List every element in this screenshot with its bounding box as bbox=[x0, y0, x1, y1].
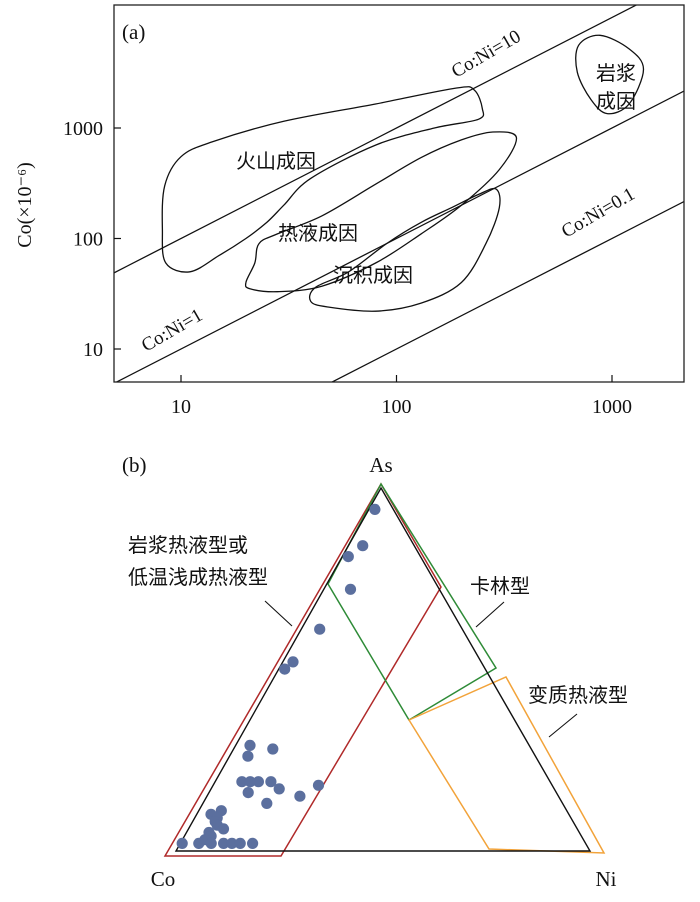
data-point bbox=[342, 551, 354, 563]
data-point bbox=[244, 776, 256, 788]
field-label-magmatic-hydrothermal-2: 低温浅成热液型 bbox=[128, 565, 268, 589]
x-tick-label: 100 bbox=[382, 396, 412, 418]
vertex-label-as: As bbox=[369, 453, 392, 477]
panel-label-b: (b) bbox=[122, 453, 147, 477]
field-label-hydrothermal: 热液成因 bbox=[278, 221, 358, 245]
ratio-label-10: Co:Ni=10 bbox=[448, 26, 524, 82]
field-label-metamorphic-hydrothermal: 变质热液型 bbox=[528, 683, 628, 707]
data-point bbox=[265, 776, 277, 788]
field-volcanic bbox=[161, 86, 485, 273]
data-point bbox=[279, 663, 291, 675]
data-point bbox=[344, 583, 357, 595]
plot-frame-a bbox=[113, 4, 685, 383]
data-point bbox=[244, 739, 256, 752]
field-hydrothermal bbox=[244, 131, 518, 293]
data-point bbox=[247, 837, 259, 850]
data-point bbox=[218, 837, 230, 850]
y-tick-label: 100 bbox=[73, 229, 103, 251]
data-point bbox=[369, 503, 381, 515]
x-axis-a: 10 100 1000 bbox=[171, 375, 632, 418]
data-point bbox=[193, 837, 205, 850]
data-point bbox=[261, 797, 273, 810]
y-tick-label: 1000 bbox=[63, 118, 103, 140]
genesis-fields bbox=[161, 34, 645, 312]
panel-label-a: (a) bbox=[122, 20, 145, 44]
data-point bbox=[226, 837, 238, 850]
data-point bbox=[314, 623, 326, 635]
leader-line-magmatic-hydrothermal bbox=[264, 600, 293, 627]
panel-a: 10 100 1000 10 100 1000 (a) Co(×10⁻⁶) 火山成因 热… bbox=[14, 4, 685, 418]
field-label-sedimentary: 沉积成因 bbox=[333, 263, 413, 287]
ratio-label-1: Co:Ni=1 bbox=[138, 305, 206, 357]
data-point bbox=[357, 540, 369, 552]
panel-b: (b) As Co Ni 岩浆热液型或 低温浅成热液型 卡林型 变质热液型 bbox=[122, 453, 628, 891]
ternary-triangle bbox=[174, 486, 592, 852]
ternary-points bbox=[176, 503, 381, 850]
data-point bbox=[205, 837, 217, 850]
data-point bbox=[217, 823, 230, 835]
data-point bbox=[273, 783, 285, 795]
leader-line-carlin bbox=[475, 601, 505, 628]
data-point bbox=[236, 776, 248, 788]
ternary-field-outline bbox=[327, 482, 498, 722]
ratio-label-0-1: Co:Ni=0.1 bbox=[558, 184, 639, 243]
y-axis-label-a: Co(×10⁻⁶) bbox=[14, 162, 36, 247]
data-point bbox=[176, 837, 188, 850]
ternary-field-outline bbox=[163, 482, 442, 857]
field-label-magmatic-1: 岩浆 bbox=[596, 61, 636, 85]
field-label-volcanic: 火山成因 bbox=[236, 149, 316, 173]
ternary-field-outline bbox=[407, 676, 606, 854]
leader-line-metamorphic bbox=[548, 713, 578, 738]
vertex-label-co: Co bbox=[151, 867, 176, 891]
data-point bbox=[312, 779, 325, 791]
x-tick-label: 10 bbox=[171, 396, 191, 418]
data-point bbox=[287, 656, 299, 668]
data-point bbox=[252, 776, 264, 788]
data-point bbox=[294, 790, 306, 802]
field-magmatic bbox=[575, 34, 645, 115]
ratio-line bbox=[330, 200, 684, 382]
vertex-label-ni: Ni bbox=[596, 867, 617, 891]
field-label-magmatic-hydrothermal-1: 岩浆热液型或 bbox=[128, 533, 248, 557]
y-axis-a: 10 100 1000 bbox=[63, 118, 121, 361]
field-label-carlin: 卡林型 bbox=[470, 574, 530, 598]
data-point bbox=[242, 750, 254, 762]
data-point bbox=[267, 743, 279, 755]
field-label-magmatic-2: 成因 bbox=[596, 89, 636, 113]
ratio-line bbox=[114, 5, 638, 274]
y-tick-label: 10 bbox=[83, 339, 103, 361]
x-tick-label: 1000 bbox=[592, 396, 632, 418]
field-sedimentary bbox=[308, 187, 501, 312]
data-point bbox=[242, 787, 254, 799]
data-point bbox=[234, 837, 246, 850]
